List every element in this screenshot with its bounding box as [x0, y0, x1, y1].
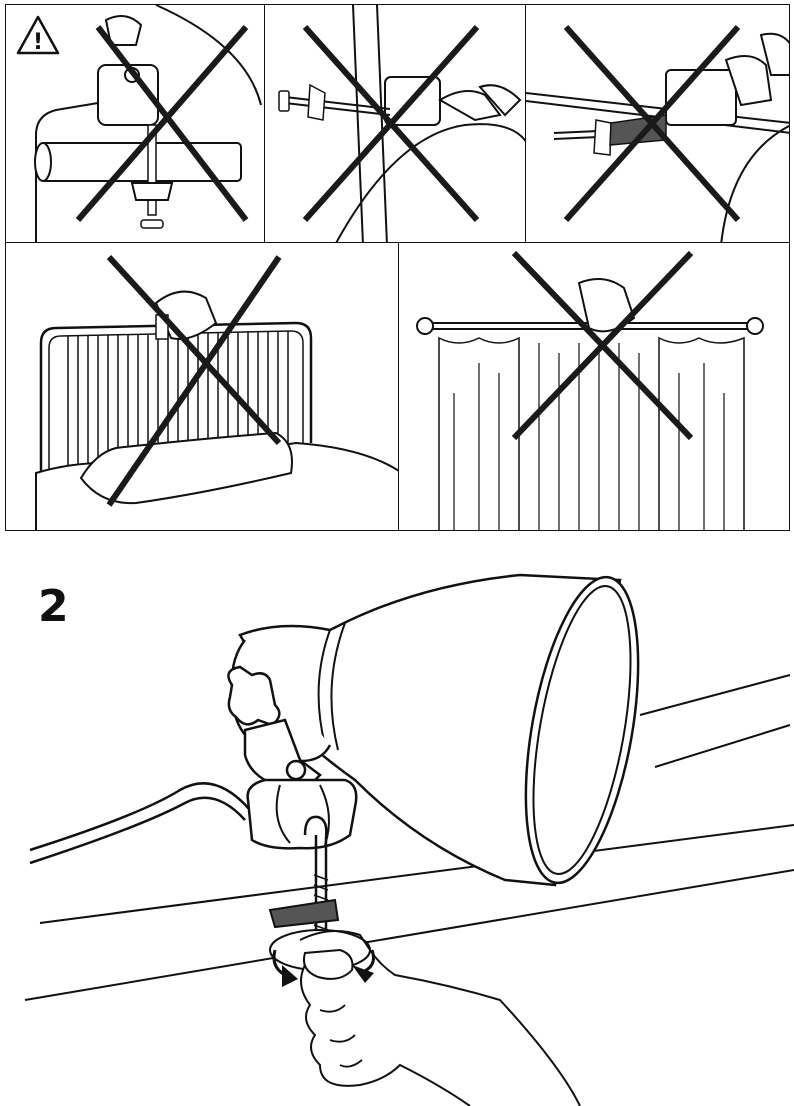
curtain-rod-drawing: [399, 243, 790, 531]
hand-drawing: [270, 930, 580, 1106]
vertical-pole-drawing: [265, 5, 527, 244]
svg-text:!: !: [33, 30, 43, 55]
panel-thin-rail: [525, 4, 790, 244]
clamp-lamp-illustration: [0, 545, 794, 1106]
tube-clamp-drawing: !: [6, 5, 266, 244]
prohibited-uses-grid: !: [0, 0, 794, 535]
power-cord-drawing: [30, 783, 250, 863]
thin-rail-drawing: [526, 5, 790, 244]
panel-headboard: [5, 242, 401, 531]
panel-curtain-rod: [398, 242, 790, 531]
panel-tube-clamp: !: [5, 4, 266, 244]
prohibited-cross-icon: [305, 27, 477, 220]
panel-vertical-pole: [264, 4, 527, 244]
warning-triangle-icon: !: [18, 17, 58, 55]
headboard-drawing: [6, 243, 401, 531]
